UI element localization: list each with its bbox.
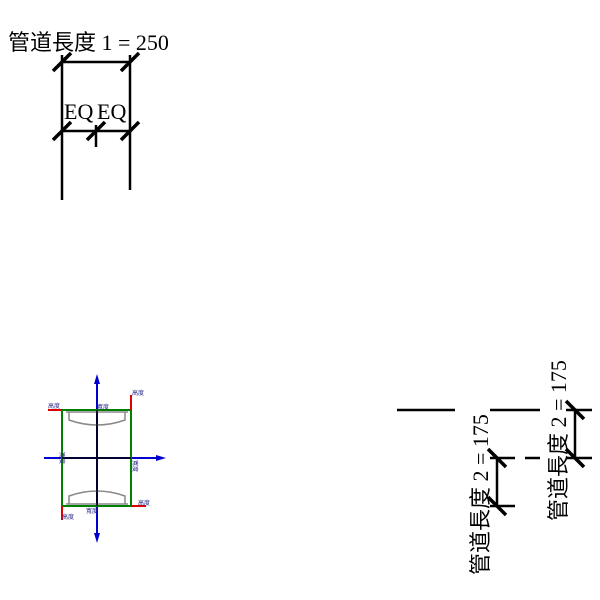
height-label-tl: 高度 — [48, 402, 60, 410]
width-label-bottom: 寬度 — [86, 507, 98, 515]
pipe-length-1-dimension[interactable] — [51, 51, 141, 200]
eq-left-label[interactable]: EQ — [64, 99, 93, 124]
pipe-length-2-label-b[interactable]: 管道長度 2 = 175 — [546, 360, 571, 521]
pipe-length-2-dimensions[interactable] — [397, 399, 592, 517]
height-label-bl: 高度 — [62, 513, 74, 521]
height-label-br: 高度 — [138, 499, 150, 507]
pipe-length-1-label[interactable]: 管道長度 1 = 250 — [8, 30, 169, 55]
pipe-length-2-label-a[interactable]: 管道長度 2 = 175 — [468, 414, 493, 575]
reference-lines — [48, 395, 146, 520]
width-label-right: 寬度 — [131, 460, 139, 472]
height-label-tr: 高度 — [132, 389, 144, 397]
eq-right-label[interactable]: EQ — [97, 99, 126, 124]
width-label-left: 寬度 — [58, 452, 66, 464]
width-label-top: 寬度 — [97, 403, 109, 411]
pipe-fitting-symbol[interactable]: 高度 高度 高度 高度 寬度 寬度 寬度 寬度 — [44, 374, 166, 543]
